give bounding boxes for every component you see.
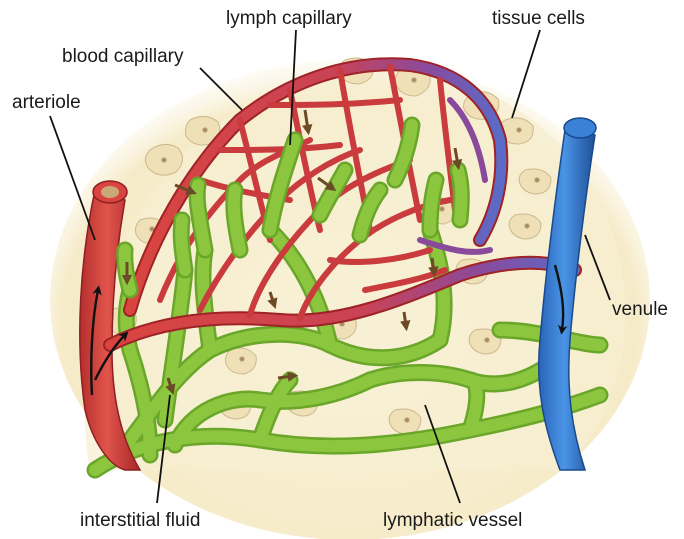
arteriole-lumen	[101, 186, 119, 198]
venule-opening	[564, 118, 596, 138]
label-arteriole: arteriole	[12, 92, 81, 113]
label-venule: venule	[612, 299, 668, 320]
tissue-cells-leader	[512, 30, 540, 118]
flow-arrow	[404, 312, 406, 326]
tissue-cell	[226, 348, 257, 374]
label-blood-capillary: blood capillary	[62, 46, 184, 67]
label-lymphatic-vessel: lymphatic vessel	[383, 510, 522, 531]
flow-arrow	[278, 376, 293, 378]
label-lymph-capillary: lymph capillary	[226, 8, 352, 29]
flow-arrow	[432, 258, 434, 272]
tissue-cell	[145, 144, 182, 175]
label-interstitial-fluid: interstitial fluid	[80, 510, 200, 531]
label-tissue-cells: tissue cells	[492, 8, 585, 29]
